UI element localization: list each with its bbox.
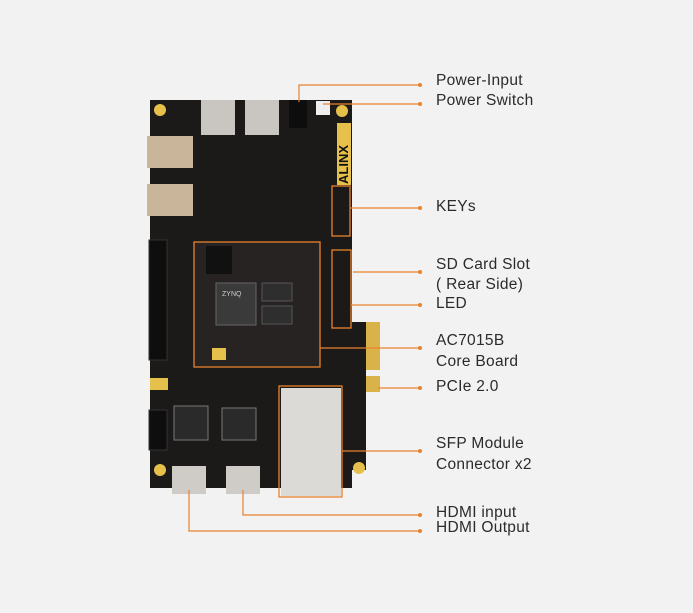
- label-pcie: PCIe 2.0: [436, 378, 499, 395]
- ic-chip: [173, 405, 209, 441]
- memory-chip: [261, 305, 293, 325]
- label-power-input: Power-Input: [436, 72, 523, 89]
- label-sd-card-slot: SD Card Slot: [436, 256, 531, 273]
- callout-line-hdmi-output: [188, 490, 420, 532]
- zynq-chip: [215, 282, 257, 326]
- usb-connector: [201, 100, 235, 135]
- label-power-switch: Power Switch: [436, 92, 534, 109]
- svg-text:ZYNQ: ZYNQ: [222, 291, 242, 298]
- logo-text: ALINX: [336, 145, 351, 184]
- label-sfp-connector: Connector x2: [436, 456, 532, 473]
- hdmi-input-port: [226, 466, 260, 494]
- flash-chip: [206, 246, 232, 274]
- label-core-board-model: AC7015B: [436, 332, 505, 349]
- ethernet-port: [147, 136, 193, 168]
- usb-connector: [245, 100, 279, 135]
- gpio-header: [148, 239, 168, 361]
- core-board-highlight: [193, 241, 321, 368]
- sfp-highlight: [278, 385, 343, 498]
- callout-dots: [418, 83, 422, 533]
- label-keys: KEYs: [436, 198, 476, 215]
- label-hdmi-output: HDMI Output: [436, 519, 530, 536]
- label-led: LED: [436, 295, 468, 312]
- pcie-gold-fingers: [366, 322, 380, 392]
- label-sd-card-rear: ( Rear Side): [436, 276, 524, 293]
- jtag-header: [148, 409, 168, 451]
- memory-chip: [261, 282, 293, 302]
- led-highlight: [331, 249, 352, 329]
- ethernet-port: [147, 184, 193, 216]
- power-jack: [289, 100, 307, 128]
- callout-line-power-input: [298, 84, 420, 102]
- callout-line-hdmi-input: [242, 490, 420, 516]
- usb-port-mini: [150, 378, 168, 390]
- keys-highlight: [331, 185, 351, 237]
- mounting-holes: [154, 104, 365, 476]
- label-sfp-module: SFP Module: [436, 435, 525, 452]
- hdmi-output-port: [172, 466, 206, 494]
- logo-strip: [337, 123, 351, 185]
- power-switch: [316, 101, 330, 115]
- callout-lines: [188, 84, 420, 532]
- label-core-board: Core Board: [436, 353, 519, 370]
- label-hdmi-input: HDMI input: [436, 504, 517, 521]
- usb-uart-port: [212, 348, 226, 360]
- ic-chip: [221, 407, 257, 441]
- sfp-cage: [281, 388, 341, 496]
